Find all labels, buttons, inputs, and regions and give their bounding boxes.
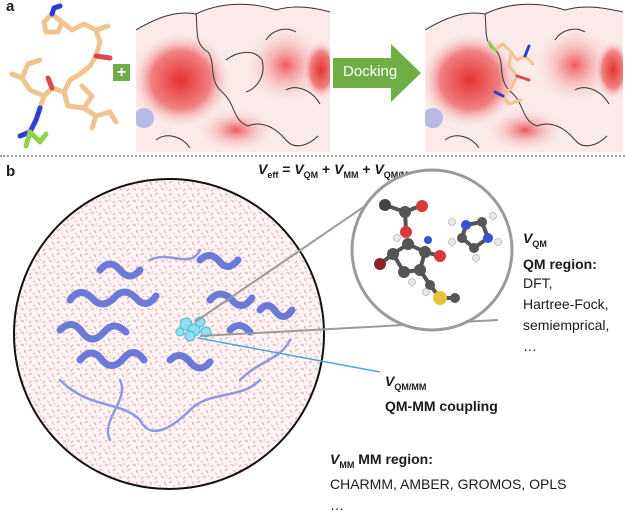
eq-qm-sub: QM (303, 169, 319, 180)
solvent-box (14, 179, 324, 489)
qm-method-dft: DFT, (523, 275, 553, 291)
eq-equals: = (278, 161, 295, 177)
docked-ligand (487, 40, 535, 106)
system-boundary (13, 178, 325, 490)
qm-region-highlight (175, 316, 212, 342)
docking-label: Docking (343, 63, 398, 80)
qm-method-hf: Hartree-Fock, (523, 296, 609, 312)
qm-sub: QM (532, 238, 547, 249)
qmmm-potential-label: VQM/MM (385, 373, 426, 392)
eq-eff-sub: eff (267, 169, 279, 180)
mm-v: V (330, 451, 340, 467)
eq-v1: V (258, 161, 268, 177)
eq-qmmm-sub: QM/MM (383, 169, 416, 180)
coupling-pointer (197, 337, 381, 373)
ligand-stick-model (9, 3, 119, 149)
protein-surface-before (136, 0, 330, 152)
eq-v3: V (334, 161, 344, 177)
eq-plus2: + (358, 161, 375, 177)
panel-a-label: a (6, 0, 15, 15)
protein-surface-after (425, 0, 623, 152)
qm-potential-label: VQM (523, 230, 547, 249)
mm-region-text: MM region: (354, 451, 433, 467)
qmmm-coupling-label: QM-MM coupling (385, 398, 498, 414)
coupling-v: V (385, 373, 395, 389)
eq-v4: V (374, 161, 384, 177)
qm-method-more: … (523, 338, 537, 354)
eq-mm-sub: MM (343, 169, 359, 180)
plus-sign: + (113, 64, 130, 81)
zoom-line-top (194, 188, 391, 323)
eq-plus1: + (318, 161, 335, 177)
docking-arrow: Docking (333, 44, 421, 102)
qm-method-semiempirical: semiemprical, (523, 317, 610, 333)
protein-cartoon (56, 248, 296, 442)
qm-molecules (374, 199, 502, 305)
qm-v: V (523, 230, 533, 246)
mm-region-label: VMM MM region: (330, 451, 433, 470)
mm-forcefield-list: CHARMM, AMBER, GROMOS, OPLS (330, 476, 567, 492)
panel-divider (0, 155, 625, 157)
coupling-sub: QM/MM (394, 381, 427, 392)
qm-region-label: QM region: (523, 256, 597, 272)
qm-zoom-circle (350, 168, 514, 332)
mm-sub: MM (339, 459, 355, 470)
panel-b-label: b (6, 163, 16, 180)
effective-potential-equation: Veff = VQM + VMM + VQM/MM (258, 161, 416, 180)
eq-v2: V (294, 161, 304, 177)
mm-more: … (330, 497, 344, 513)
